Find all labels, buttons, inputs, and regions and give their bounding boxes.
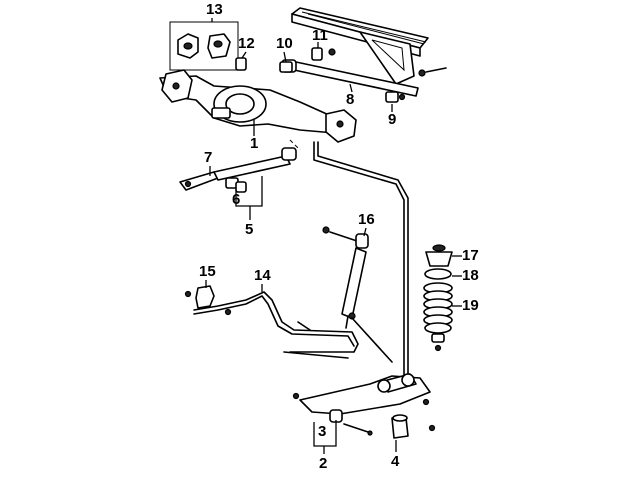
part-17-spring-insulator — [425, 244, 453, 267]
part-16-shock-absorber — [322, 226, 393, 363]
frame-crossmember — [291, 7, 429, 85]
callout-labels: 13 12 10 11 8 9 1 7 6 5 16 17 18 19 14 1… — [199, 1, 479, 472]
link-to-axle — [289, 139, 301, 151]
part-7-bracket — [179, 171, 219, 191]
callout-3: 3 — [318, 423, 326, 440]
callout-1: 1 — [250, 135, 258, 152]
callout-4: 4 — [391, 453, 400, 470]
part-1-axle-housing — [159, 69, 357, 143]
callout-2: 2 — [319, 455, 327, 472]
leader-lines — [205, 18, 462, 454]
part-9-bushing — [385, 91, 406, 103]
callout-8: 8 — [346, 91, 354, 108]
part-6-bushing — [235, 181, 247, 193]
callout-13: 13 — [206, 1, 223, 18]
part-12-bushing — [235, 57, 247, 71]
part-11-bolt — [311, 47, 336, 61]
callout-16: 16 — [358, 211, 375, 228]
part-4-bushing — [391, 414, 436, 439]
part-19-coil-spring — [423, 282, 453, 352]
callout-9: 9 — [388, 111, 396, 128]
callout-14: 14 — [254, 267, 271, 284]
part-10-bushing — [279, 61, 293, 73]
callout-15: 15 — [199, 263, 216, 280]
part-5-lower-link — [213, 147, 297, 189]
callout-7: 7 — [204, 149, 212, 166]
vertical-rod — [313, 141, 409, 381]
lower-control-arm — [292, 373, 431, 415]
part-14-stabilizer-bar — [193, 291, 359, 359]
callout-12: 12 — [238, 35, 255, 52]
bolt-upper-right — [418, 67, 447, 77]
callout-5: 5 — [245, 221, 253, 238]
part-13-bracket-assembly — [169, 21, 239, 71]
callout-10: 10 — [276, 35, 293, 52]
callout-11: 11 — [312, 27, 328, 44]
part-18-spring-seat — [424, 268, 452, 280]
callout-6: 6 — [232, 191, 240, 208]
callout-19: 19 — [462, 297, 479, 314]
callout-17: 17 — [462, 247, 479, 264]
part-15-bushing-bracket — [184, 285, 232, 316]
callout-18: 18 — [462, 267, 479, 284]
